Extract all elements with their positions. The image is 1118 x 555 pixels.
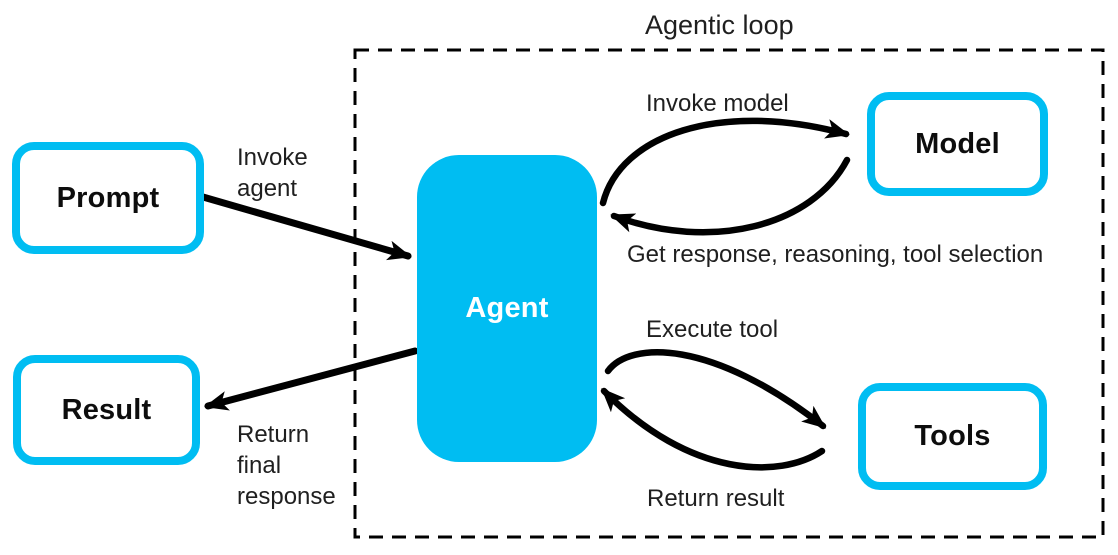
result-node: Result: [13, 355, 200, 465]
return-result-label: Return result: [647, 485, 785, 512]
agentic-loop-title: Agentic loop: [645, 10, 794, 40]
model-node-label: Model: [915, 127, 1000, 160]
agent-node: Agent: [417, 155, 597, 462]
invoke-agent-label: Invoke agent: [237, 144, 308, 202]
execute-tool-label: Execute tool: [646, 316, 779, 343]
invoke-model-arrow: [599, 117, 850, 207]
tools-node-label: Tools: [914, 420, 991, 452]
prompt-node: Prompt: [12, 142, 204, 254]
result-node-label: Result: [61, 393, 152, 426]
get-response-arrow: [610, 156, 851, 236]
get-response-label: Get response, reasoning, tool selection: [627, 241, 1044, 268]
return-final-response-arrow: [204, 347, 419, 411]
tools-node: Tools: [858, 383, 1047, 490]
agent-node-label: Agent: [465, 292, 549, 324]
return-final-response-label: Return final response: [237, 421, 336, 510]
invoke-model-label: Invoke model: [646, 90, 789, 117]
prompt-node-label: Prompt: [56, 181, 160, 214]
invoke-agent-arrow: [199, 193, 412, 261]
return-result-arrow: [600, 387, 826, 471]
model-node: Model: [867, 92, 1048, 196]
execute-tool-arrow: [604, 349, 827, 430]
